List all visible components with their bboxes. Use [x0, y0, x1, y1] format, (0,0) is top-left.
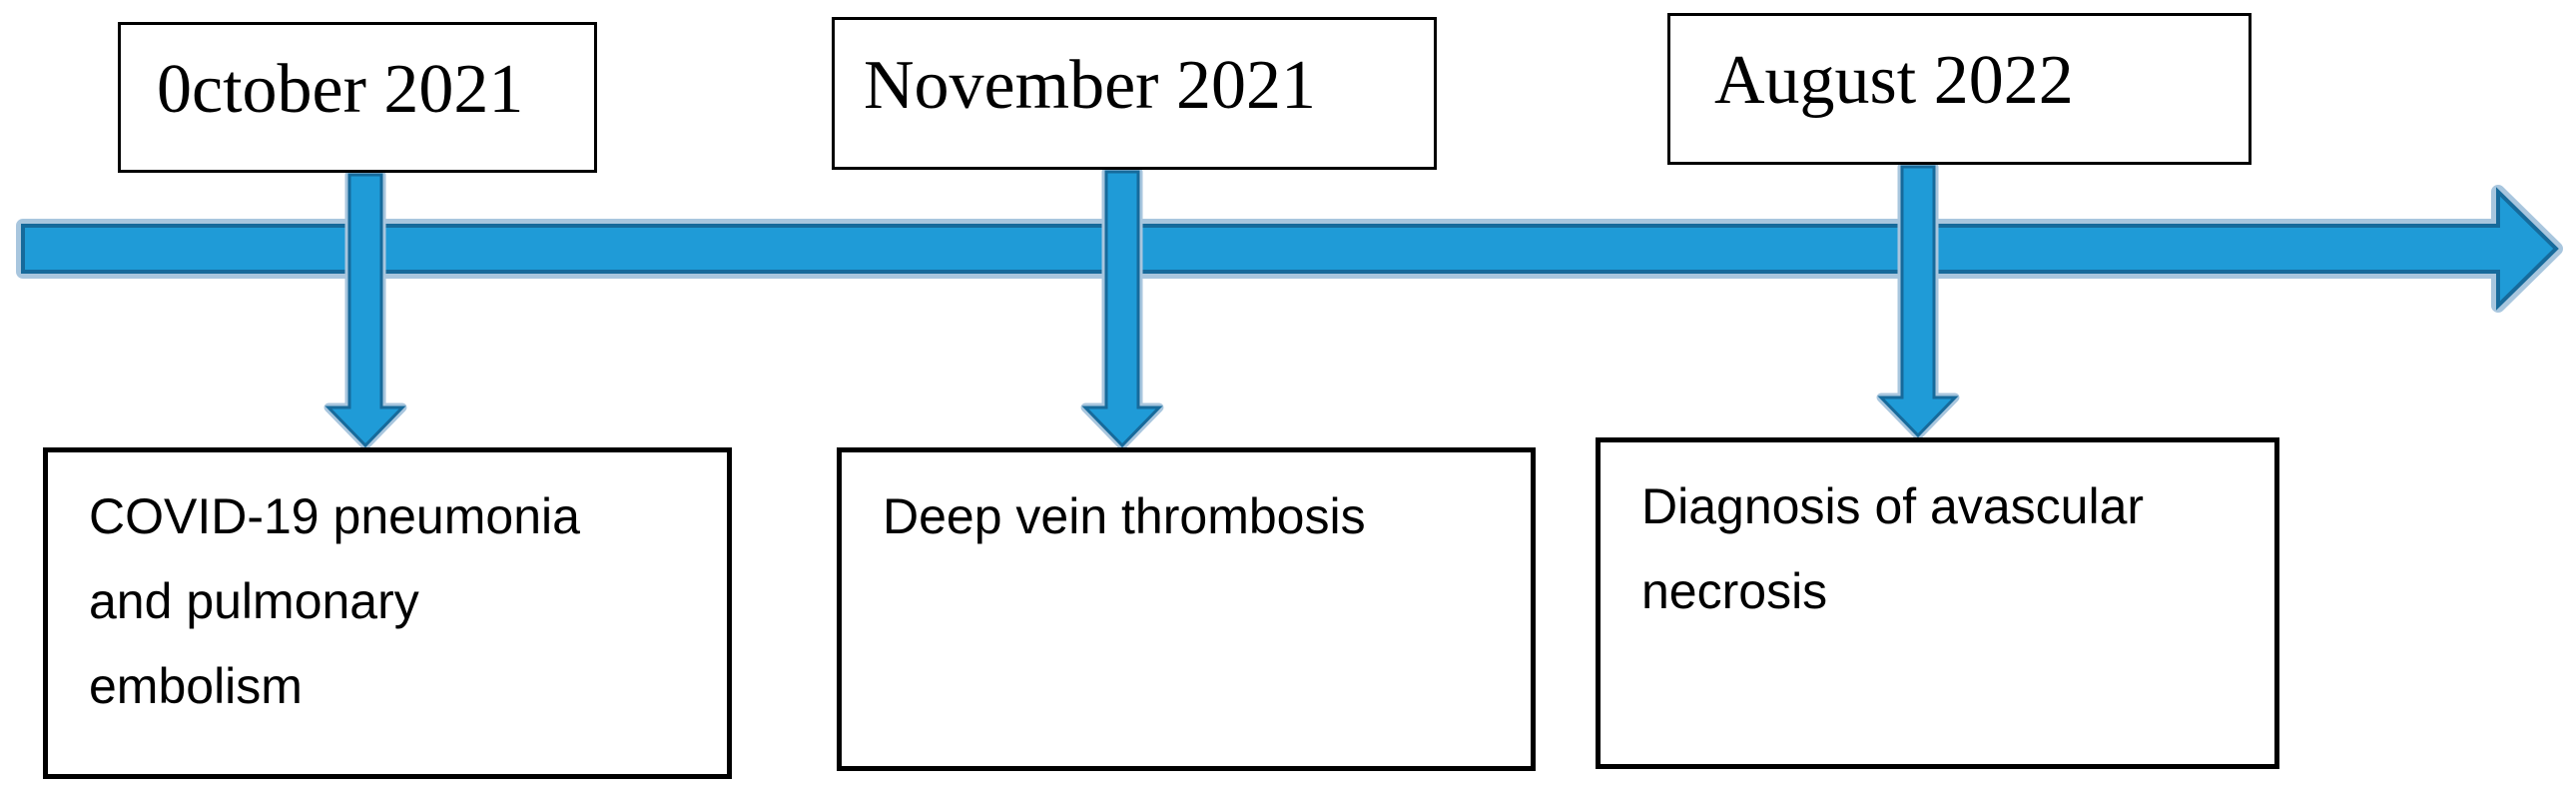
date-box-august-2022: August 2022	[1667, 13, 2252, 165]
date-label: 0ctober 2021	[157, 50, 524, 128]
event-description-line: and pulmonary	[89, 573, 419, 629]
connector-arrow-1	[324, 173, 406, 448]
event-description-line: necrosis	[1641, 563, 1828, 619]
event-description-line: Deep vein thrombosis	[883, 488, 1366, 544]
date-label: November 2021	[864, 46, 1316, 124]
event-description-line: Diagnosis of avascular	[1641, 478, 2145, 534]
event-box-avascular-necrosis: Diagnosis of avascular necrosis	[1596, 437, 2279, 769]
event-box-deep-vein-thrombosis: Deep vein thrombosis	[837, 447, 1536, 771]
date-box-october-2021: 0ctober 2021	[118, 22, 597, 173]
connector-arrow-3	[1877, 165, 1959, 438]
timeline-axis-arrow	[21, 187, 2559, 311]
event-description-line: COVID-19 pneumonia	[89, 488, 580, 544]
connector-arrow-2	[1081, 170, 1163, 448]
date-label: August 2022	[1714, 42, 2074, 119]
event-description-line: embolism	[89, 658, 303, 714]
date-box-november-2021: November 2021	[832, 17, 1437, 170]
event-box-covid-pneumonia: COVID-19 pneumonia and pulmonary embolis…	[43, 447, 732, 779]
